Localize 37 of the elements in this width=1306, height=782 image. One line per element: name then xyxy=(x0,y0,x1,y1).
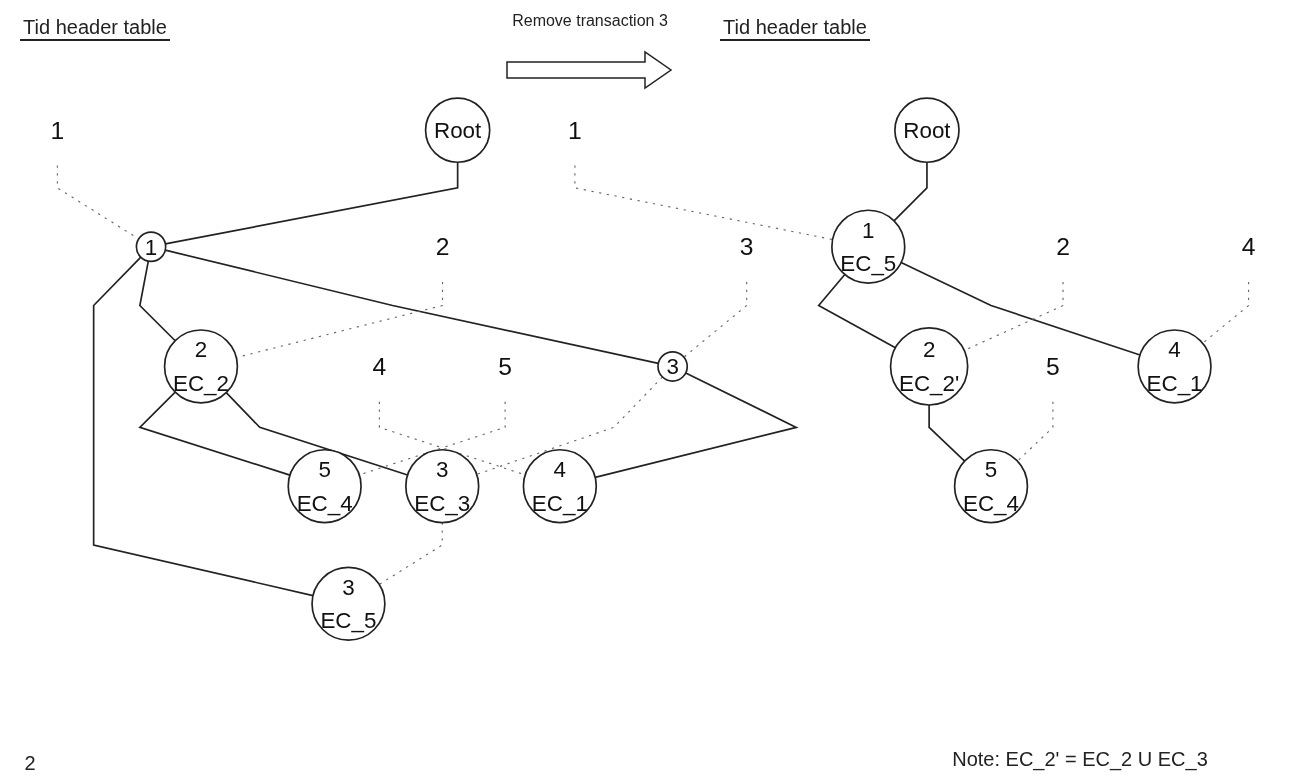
node-text: 3 xyxy=(739,232,754,261)
connector xyxy=(594,372,799,479)
node-circle: 3 EC_5 xyxy=(311,566,386,642)
connector xyxy=(225,391,409,476)
arrow-label: Remove transaction 3 xyxy=(511,12,669,30)
node-text: 1 xyxy=(568,116,582,145)
node-circle: 2 EC_2 xyxy=(163,329,239,404)
node-circle: 1 xyxy=(135,231,167,263)
node-circle: 4 EC_1 xyxy=(1137,329,1212,404)
node-circle: Root xyxy=(894,97,960,164)
node-text: 1 xyxy=(50,116,65,145)
node-text: 2 xyxy=(435,232,450,261)
node-text: 4 xyxy=(372,352,387,381)
connector xyxy=(138,260,177,342)
node-circle: 3 EC_3 xyxy=(405,448,480,524)
connector xyxy=(1016,401,1054,462)
node-text: 4 xyxy=(1241,232,1256,261)
connector xyxy=(138,391,291,476)
node-text: 5 xyxy=(498,352,512,381)
connector xyxy=(817,273,897,349)
node-text: 5 xyxy=(1046,352,1060,381)
node-circle: 2 EC_2' xyxy=(889,327,969,406)
table-heading: Tid header table xyxy=(20,16,170,41)
connector xyxy=(92,256,314,597)
node-circle: Root xyxy=(424,97,491,164)
node-circle: 5 EC_4 xyxy=(287,448,362,524)
node-text: 2 xyxy=(1056,232,1070,261)
table-heading: Tid header table xyxy=(720,16,870,41)
note-text: Note: EC_2' = EC_2 U EC_3 xyxy=(951,748,1209,771)
node-circle: 5 EC_4 xyxy=(953,448,1029,524)
node-circle: 3 xyxy=(657,350,689,382)
connector xyxy=(928,404,966,462)
node-circle: 1 EC_5 xyxy=(831,209,906,284)
page-number: 2 xyxy=(23,752,37,775)
connector xyxy=(893,161,928,222)
node-circle: 4 EC_1 xyxy=(522,448,598,524)
connector xyxy=(900,261,1141,356)
